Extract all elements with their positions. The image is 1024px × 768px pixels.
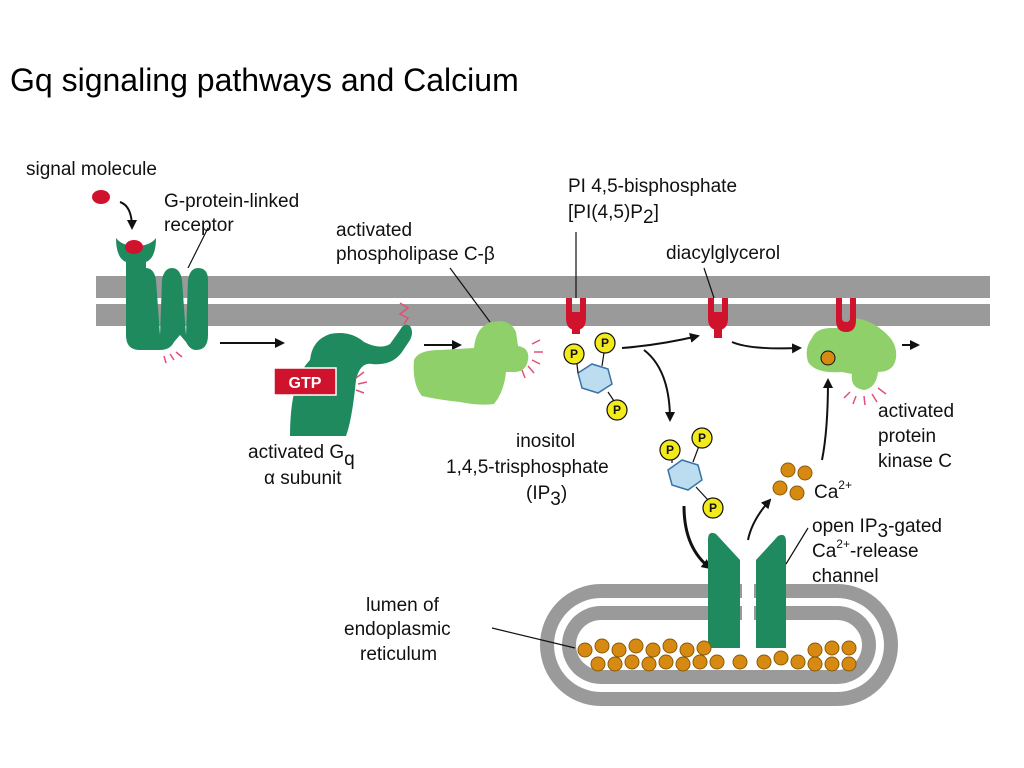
signal-molecule-label: signal molecule [26, 159, 157, 180]
er-label-line1: lumen of [366, 595, 440, 616]
phosphate-label: P [570, 347, 578, 361]
plc-label-line1: activated [336, 220, 412, 241]
arrow-channel-to-calcium [747, 498, 772, 541]
gq-label-line2: α subunit [264, 468, 342, 489]
ip3-label-line1: inositol [516, 431, 575, 452]
phospholipase-c-icon [413, 321, 543, 405]
arrow-pip2-to-dag [621, 332, 700, 349]
er-label-line3: reticulum [360, 644, 437, 665]
plc-label-line2: phospholipase C-β [336, 244, 495, 265]
arrow-ip3-to-channel [682, 505, 712, 570]
gtp-badge: GTP [273, 367, 337, 396]
pip2-label-line2: [PI(4,5)P2] [568, 202, 659, 228]
gtp-label: GTP [289, 375, 322, 392]
released-calcium-icon [772, 462, 813, 501]
signal-binding-arrow [119, 201, 137, 230]
phosphate-label: P [613, 403, 621, 417]
ip3-label-line3: (IP3) [526, 483, 567, 510]
arrow-pip2-to-ip3 [643, 349, 675, 422]
channel-label-line2: Ca2+-release [812, 537, 919, 562]
ip3-gated-channel-icon [708, 532, 786, 650]
phosphate-label: P [698, 431, 706, 445]
plasma-membrane [96, 276, 990, 326]
dag-icon [708, 298, 728, 338]
phosphate-label: P [601, 336, 609, 350]
receptor-label-line1: G-protein-linked [164, 191, 299, 212]
dag-label-leader [703, 267, 715, 299]
channel-label-line1: open IP3-gated [812, 516, 942, 542]
page-title: Gq signaling pathways and Calcium [10, 62, 519, 98]
receptor-label-leader [187, 227, 209, 269]
er-label-leader [491, 627, 576, 649]
dag-label: diacylglycerol [666, 243, 780, 264]
receptor-icon [116, 238, 208, 364]
phosphate-label: P [709, 501, 717, 515]
calcium-label: Ca2+ [814, 478, 852, 503]
pkc-label-line1: activated [878, 401, 954, 422]
pkc-label-line2: protein [878, 426, 936, 447]
ip3-icon: P P P [659, 427, 724, 519]
pip2-label-line1: PI 4,5-bisphosphate [568, 176, 737, 197]
protein-kinase-c-icon [806, 298, 897, 406]
phosphate-label: P [666, 443, 674, 457]
pip2-icon: P P P [563, 298, 628, 421]
gq-label-line1: activated Gq [248, 442, 355, 470]
signal-molecule-icon [92, 190, 110, 204]
arrow-calcium-to-pkc [821, 378, 833, 461]
plc-label-leader [449, 267, 491, 323]
ip3-label-line2: 1,4,5-trisphosphate [446, 457, 609, 478]
channel-label-leader [785, 527, 809, 565]
lumen-calcium-icon [577, 638, 857, 672]
channel-label-line3: channel [812, 566, 879, 587]
receptor-label-line2: receptor [164, 215, 234, 236]
er-label-line2: endoplasmic [344, 619, 451, 640]
arrow-dag-to-pkc [731, 341, 802, 354]
pkc-label-line3: kinase C [878, 451, 952, 472]
gq-alpha-subunit-icon [290, 302, 412, 436]
